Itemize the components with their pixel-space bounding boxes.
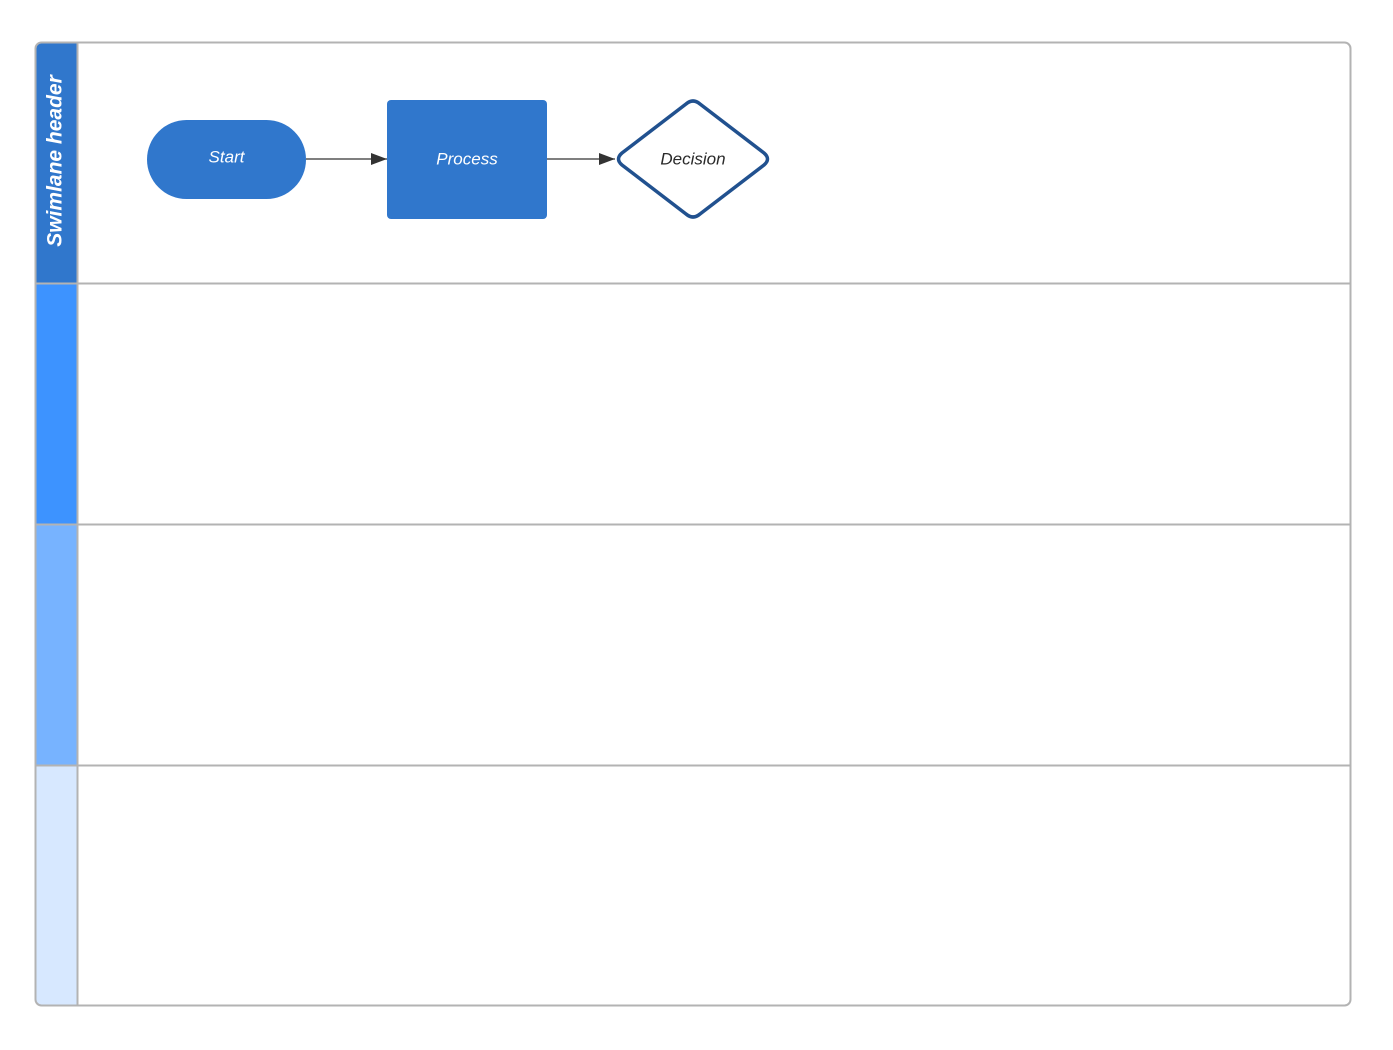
lane-3-body[interactable] <box>78 525 1351 766</box>
swimlane-frame-border <box>34 41 1352 1007</box>
lane-2-body[interactable] <box>78 284 1351 525</box>
lane-1-header[interactable] <box>35 42 78 284</box>
lane-4-body[interactable] <box>78 766 1351 1006</box>
decision-diamond-shape <box>616 99 770 219</box>
decision-node[interactable]: Decision <box>616 99 770 219</box>
process-rectangle-shape <box>387 100 547 219</box>
lane-4-header[interactable] <box>35 765 78 1006</box>
decision-label: Decision <box>660 150 725 169</box>
start-node[interactable]: Start <box>147 120 306 199</box>
lane-1-title[interactable]: Swimlane header <box>44 73 67 246</box>
start-label: Start <box>209 148 246 167</box>
process-node[interactable]: Process <box>387 100 547 219</box>
lane-2-header[interactable] <box>35 283 78 525</box>
process-label: Process <box>436 150 498 169</box>
start-terminator-shape <box>147 120 306 199</box>
lane-3-header[interactable] <box>35 524 78 766</box>
